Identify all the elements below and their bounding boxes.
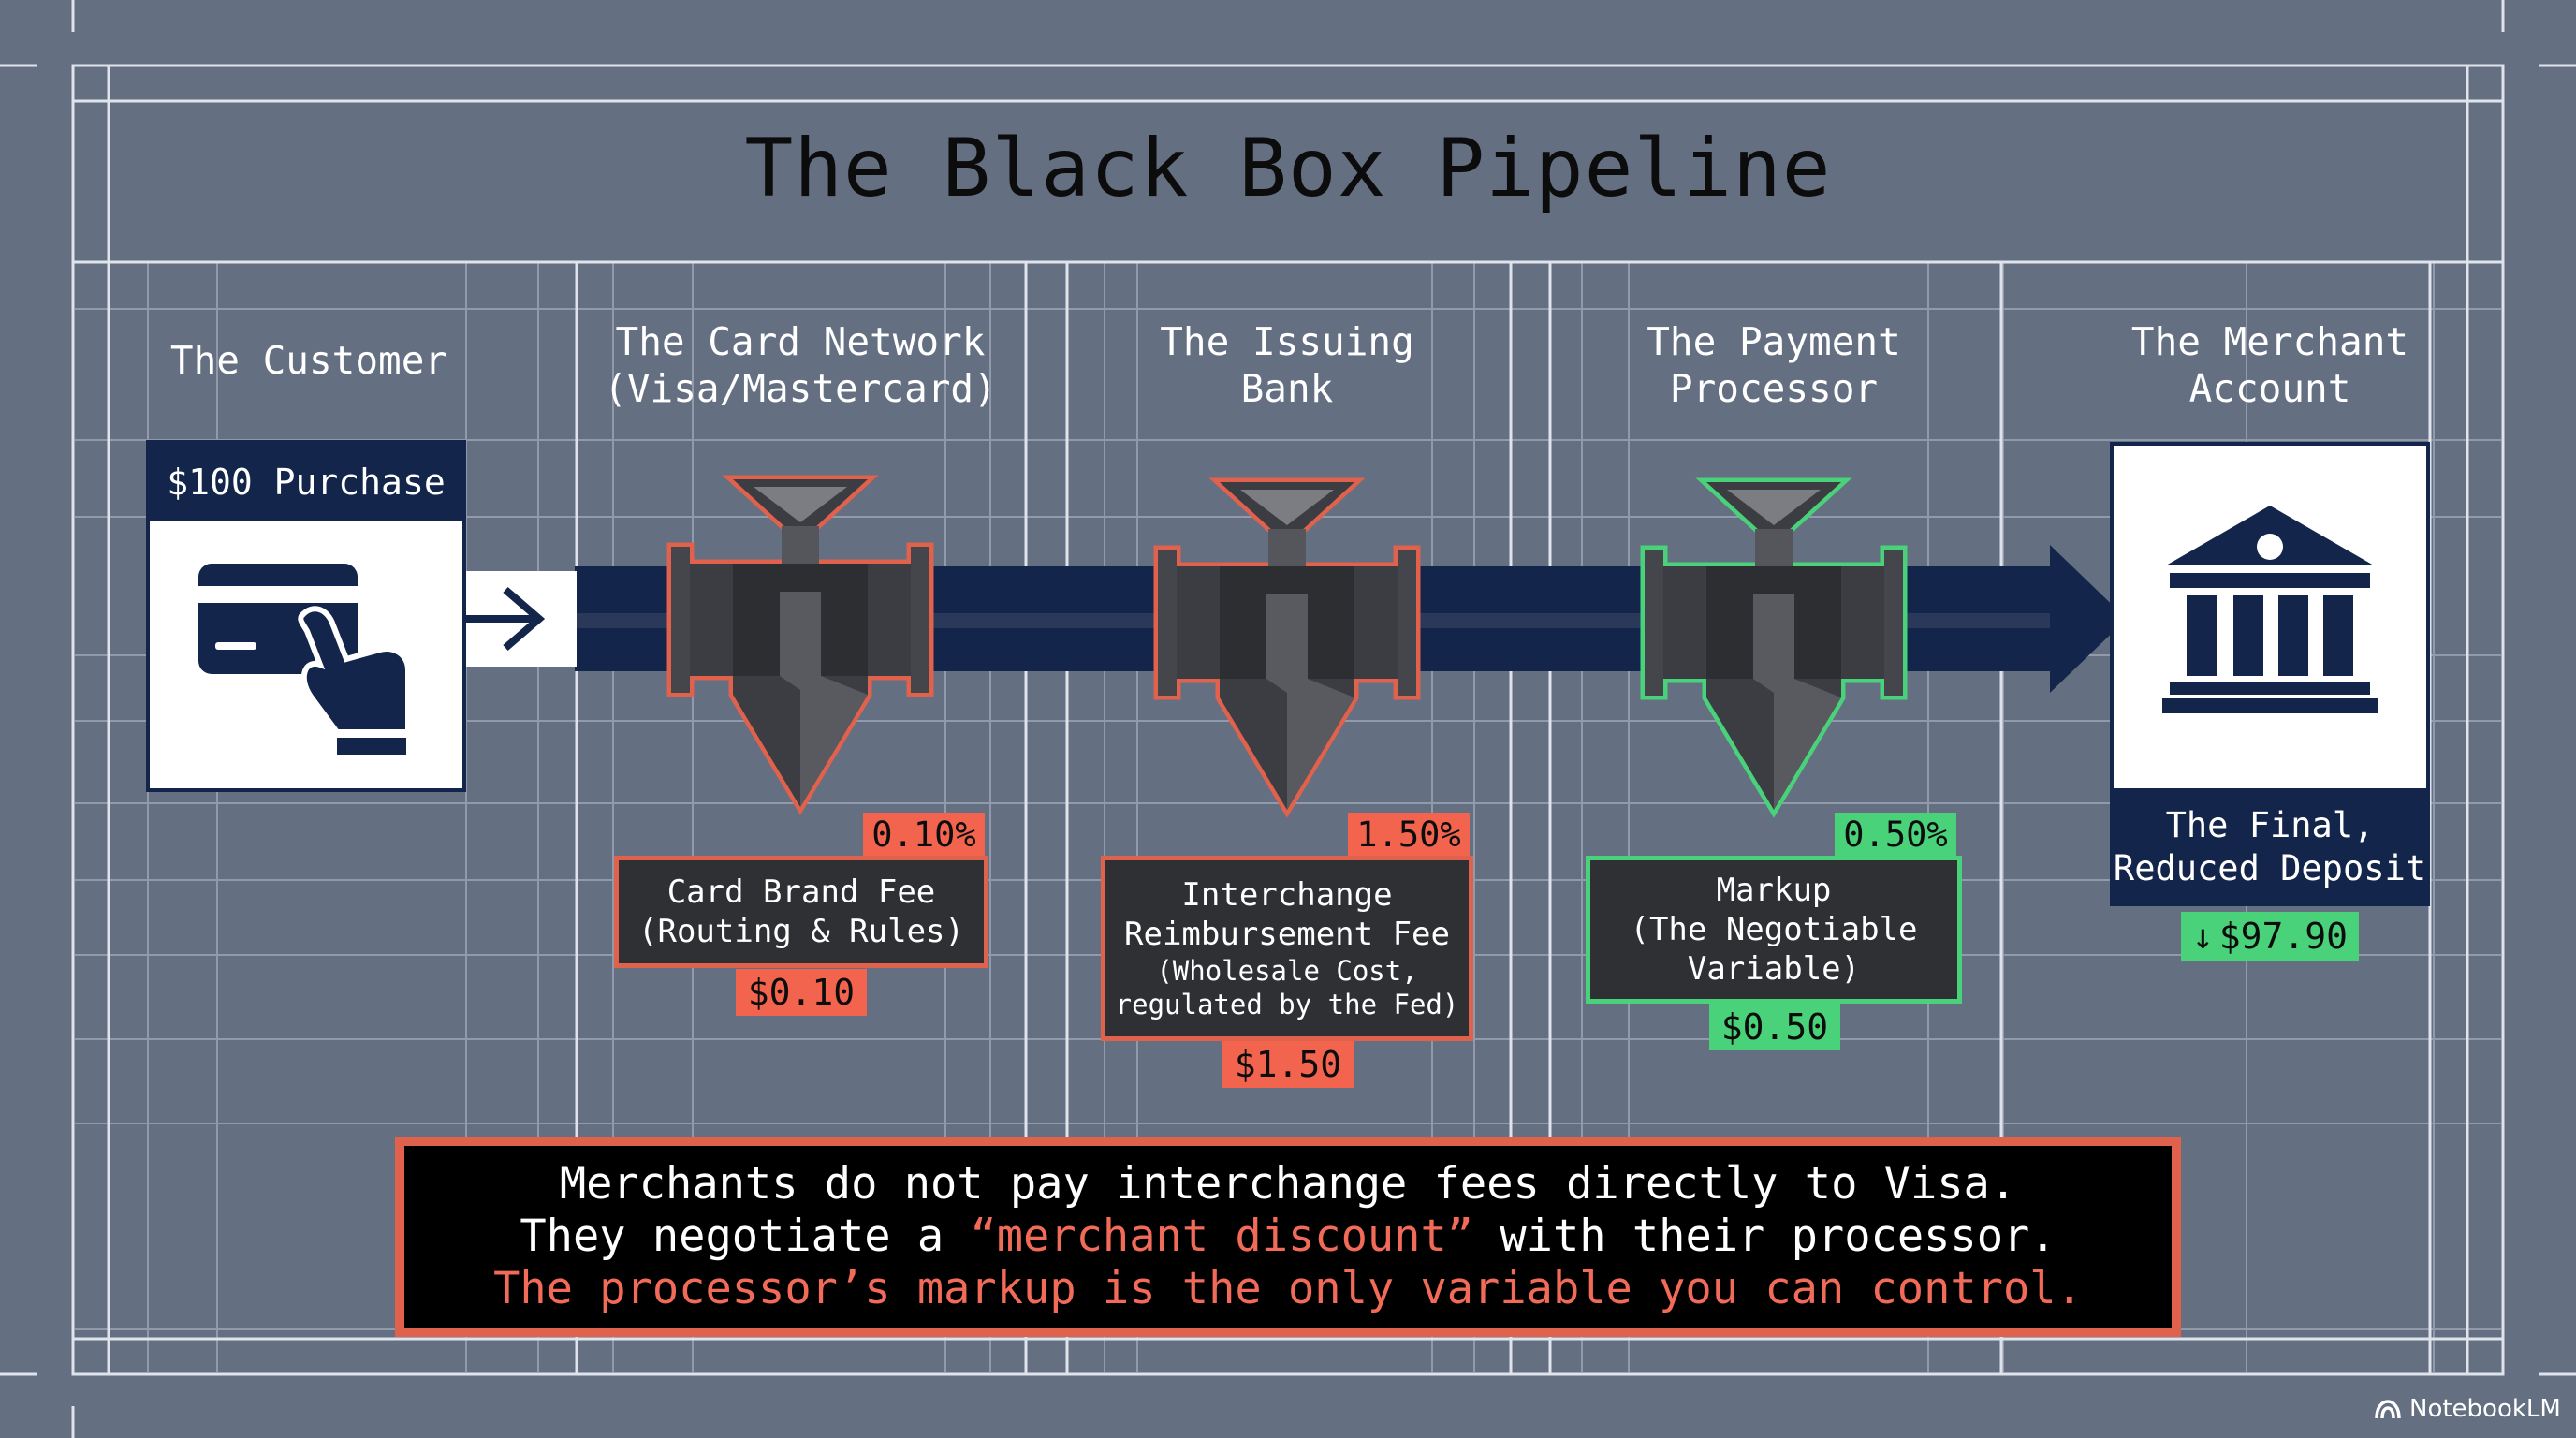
fee-box-markup: Markup (The Negotiable Variable) <box>1586 856 1962 1004</box>
callout-line-2: They negotiate a “merchant discount” wit… <box>520 1211 2056 1262</box>
fee-label-interchange: Interchange Reimbursement Fee <box>1124 876 1450 953</box>
callout-line-3: The processor’s markup is the only varia… <box>493 1263 2083 1314</box>
valve-icon-issuing-bank <box>1158 482 1416 810</box>
deposit-amount-tag: ↓ $97.90 <box>2181 912 2359 961</box>
deposit-amount: $97.90 <box>2218 916 2349 957</box>
amount-markup: $0.50 <box>1709 1004 1840 1050</box>
fee-box-card-brand: Card Brand Fee (Routing & Rules) <box>614 856 988 968</box>
card-in-hand-icon <box>198 564 411 755</box>
percent-tag-card-network: 0.10% <box>863 813 985 856</box>
percent-tag-payment-processor: 0.50% <box>1835 813 1956 856</box>
amount-interchange: $1.50 <box>1222 1041 1354 1088</box>
callout-line-1: Merchants do not pay interchange fees di… <box>559 1158 2017 1210</box>
merchant-discount-highlight: “merchant discount” <box>970 1211 1474 1262</box>
fee-note-interchange: (Wholesale Cost, regulated by the Fed) <box>1115 955 1459 1020</box>
notebooklm-logo-icon <box>2375 1400 2401 1419</box>
purchase-badge: $100 Purchase <box>150 444 462 521</box>
amount-card-brand: $0.10 <box>736 969 867 1016</box>
stage-label-customer: The Customer <box>169 338 448 383</box>
valve-icon-card-network <box>671 479 929 807</box>
merchant-card <box>2110 442 2430 794</box>
stage-label-issuing-bank: The Issuing Bank <box>1160 319 1414 411</box>
valve-icon-payment-processor <box>1645 482 1903 810</box>
deposit-label: The Final, Reduced Deposit <box>2110 788 2430 906</box>
footer-brand: NotebookLM <box>2374 1393 2570 1425</box>
brand-name: NotebookLM <box>2409 1395 2561 1423</box>
callout-box: Merchants do not pay interchange fees di… <box>395 1137 2181 1337</box>
pipe-arrowhead <box>2050 545 2127 693</box>
stage-label-card-network: The Card Network (Visa/Mastercard) <box>604 319 997 411</box>
bank-building-icon <box>2162 506 2378 713</box>
customer-card: $100 Purchase <box>146 440 466 792</box>
stage-label-payment-processor: The Payment Processor <box>1647 319 1901 411</box>
page-title: The Black Box Pipeline <box>744 122 1832 215</box>
stage-label-merchant-account: The Merchant Account <box>2130 319 2409 411</box>
percent-tag-issuing-bank: 1.50% <box>1348 813 1470 856</box>
fee-box-interchange: Interchange Reimbursement Fee (Wholesale… <box>1101 856 1473 1041</box>
down-arrow-icon: ↓ <box>2191 916 2214 957</box>
